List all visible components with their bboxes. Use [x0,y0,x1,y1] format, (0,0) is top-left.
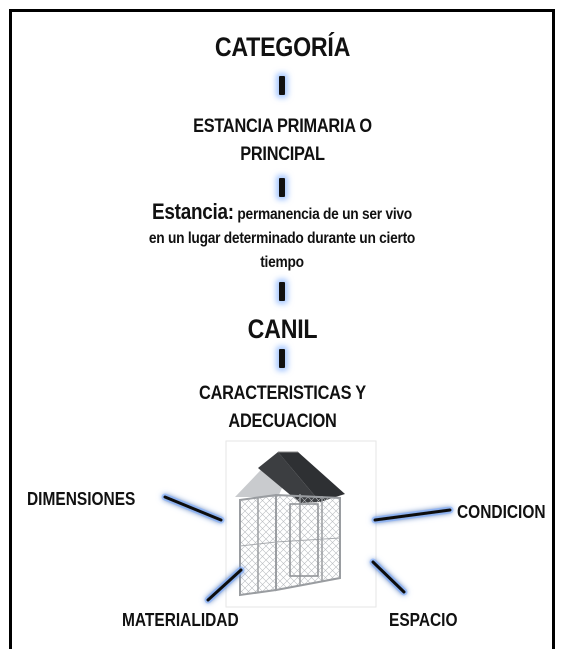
connector-materialidad [206,568,243,602]
definition-block: Estancia: permanencia de un ser vivo en … [119,200,446,275]
category-level-1-line2: PRINCIPAL [240,144,325,165]
kennel-image [235,451,345,597]
kennel-door [289,503,319,577]
category-level-1: ESTANCIA PRIMARIA O PRINCIPAL [40,113,526,169]
attribute-connectors [161,493,454,604]
definition-text-line3: tiempo [260,254,304,271]
definition-term: Estancia: [152,199,234,224]
characteristics-label: CARACTERISTICAS Y ADECUACION [40,380,526,436]
connector-4 [279,349,285,368]
connector-dimensiones [163,495,223,522]
label-materialidad: MATERIALIDAD [122,610,239,630]
diagram-frame [9,9,555,649]
label-espacio: ESPACIO [389,610,458,630]
diagram-title: CATEGORÍA [214,32,351,62]
definition-text-line2: en un lugar determinado durante un ciert… [148,230,416,247]
connector-espacio [371,560,406,594]
connector-condicion [373,508,452,522]
subject-label: CANIL [247,314,318,344]
category-level-1-line1: ESTANCIA PRIMARIA O [193,116,372,137]
label-condicion: CONDICION [457,502,546,522]
characteristics-line2: ADECUACION [228,411,337,432]
connector-2 [279,178,285,197]
characteristics-line1: CARACTERISTICAS Y [199,383,366,404]
kennel-front-panel [275,493,341,592]
connector-3 [279,282,285,301]
kennel-roof-right [278,452,345,502]
connector-1 [279,76,285,95]
definition-text-line1: permanencia de un ser vivo [237,206,412,223]
label-dimensiones: DIMENSIONES [27,489,136,509]
